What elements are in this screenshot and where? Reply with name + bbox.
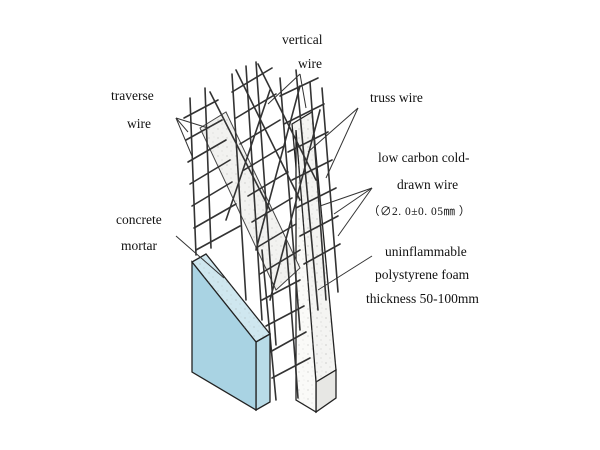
foam-core: [291, 110, 337, 414]
label-low-carbon-line2: drawn wire: [397, 177, 459, 192]
leader-lines: [175, 73, 373, 291]
label-vertical-line2: wire: [298, 56, 322, 71]
foam-board-diagonal: [199, 111, 301, 291]
concrete-mortar-panel: [191, 253, 271, 412]
label-low-carbon-line1: low carbon cold-: [378, 150, 470, 165]
label-traverse-line2: wire: [127, 116, 151, 131]
label-traverse-line1: traverse: [111, 88, 154, 103]
label-wire-spec: （∅2. 0±0. 05㎜ ）: [368, 206, 471, 218]
label-concrete-line2: mortar: [121, 238, 157, 253]
label-foam-line2: polystyrene foam: [375, 267, 470, 282]
label-thickness: thickness 50-100mm: [366, 291, 479, 306]
wire-mesh: [183, 61, 341, 401]
label-concrete-line1: concrete: [116, 212, 162, 227]
label-foam-line1: uninflammable: [385, 244, 467, 259]
label-vertical-line1: vertical: [282, 32, 323, 47]
label-truss-wire: truss wire: [370, 90, 423, 105]
